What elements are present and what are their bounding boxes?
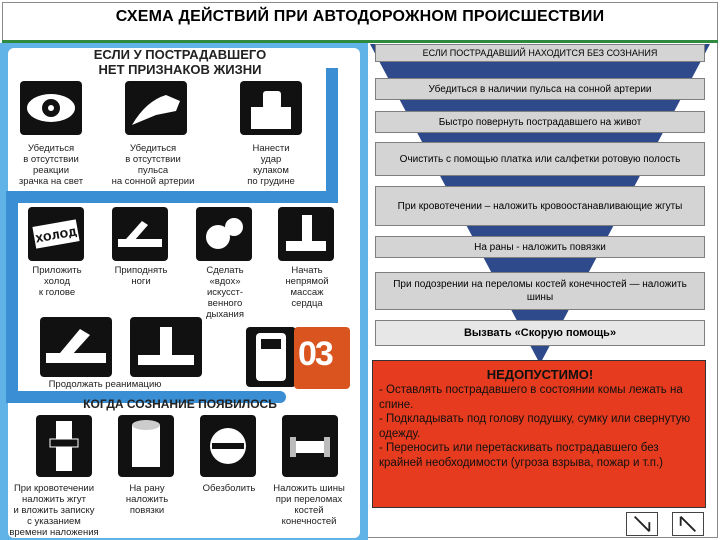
heading-conscious: КОГДА СОЗНАНИЕ ПОЯВИЛОСЬ [83,397,277,411]
forward-arrow-icon [679,516,696,532]
caption-fist: Нанести удар кулаком по грудине [247,143,295,187]
flow-step-4: При кровотечении – наложить кровоостанав… [375,186,705,226]
caption-bandage: На рану наложить повязки [125,483,169,516]
caption-continue: Продолжать реанимацию [48,379,162,390]
cpr-compress-icon [130,317,202,377]
tourniquet-icon [36,415,92,477]
pill-icon [200,415,256,477]
warning-text: - Оставлять пострадавшего в состоянии ко… [379,384,691,469]
heading-no-signs: ЕСЛИ У ПОСТРАДАВШЕГО НЕТ ПРИЗНАКОВ ЖИЗНИ [93,47,267,77]
raise-legs-icon [112,207,168,261]
caption-cpr: Начать непрямой массаж сердца [285,265,329,309]
continue-cpr-icon [40,317,112,377]
cold-pack-icon: ХОЛОД [28,207,84,261]
splint-icon [282,415,338,477]
bandage-icon [118,415,174,477]
prev-slide-button[interactable] [626,512,658,536]
warning-title: НЕДОПУСТИМО! [486,367,594,382]
emergency-number-badge: 03 [294,327,350,389]
pulse-check-icon [125,81,187,135]
caption-painkiller: Обезболить [202,483,256,494]
flow-step-2: Быстро повернуть пострадавшего на живот [375,111,705,133]
flow-step-6: При подозрении на переломы костей конечн… [375,272,705,310]
caption-tourniquet: При кровотечении наложить жгут и вложить… [9,483,99,538]
flow-step-5: На раны - наложить повязки [375,236,705,258]
cpr-icon [278,207,334,261]
rescue-breath-icon [196,207,252,261]
caption-cold: Приложить холод к голове [32,265,82,298]
back-arrow-icon [634,516,651,532]
caption-pulse: Убедиться в отсутствии пульса на сонной … [111,143,195,187]
caption-legs: Приподнять ноги [114,265,168,287]
flow-step-1: Убедиться в наличии пульса на сонной арт… [375,78,705,100]
flow-header: ЕСЛИ ПОСТРАДАВШИЙ НАХОДИТСЯ БЕЗ СОЗНАНИЯ [375,44,705,62]
fist-icon [240,81,302,135]
warning-box: НЕДОПУСТИМО! - Оставлять пострадавшего в… [372,360,706,508]
title-underline [2,40,718,43]
flow-path-left [6,191,18,403]
flow-path-bottom [6,391,286,403]
next-slide-button[interactable] [672,512,704,536]
caption-pupil: Убедиться в отсутствии реакции зрачка на… [18,143,84,187]
caption-breath: Сделать «вдох» искусст- венного дыхания [206,265,244,320]
eye-icon [20,81,82,135]
flow-path-right [326,68,338,203]
first-aid-poster: ЕСЛИ У ПОСТРАДАВШЕГО НЕТ ПРИЗНАКОВ ЖИЗНИ… [0,43,368,540]
phone-icon [246,327,296,387]
caption-splint: Наложить шины при переломах костей конеч… [273,483,345,527]
page-title: СХЕМА ДЕЙСТВИЙ ПРИ АВТОДОРОЖНОМ ПРОИСШЕС… [115,8,605,25]
flow-call-ambulance: Вызвать «Скорую помощь» [375,320,705,346]
flow-step-3: Очистить с помощью платка или салфетки р… [375,142,705,176]
flow-path-top [6,191,336,203]
